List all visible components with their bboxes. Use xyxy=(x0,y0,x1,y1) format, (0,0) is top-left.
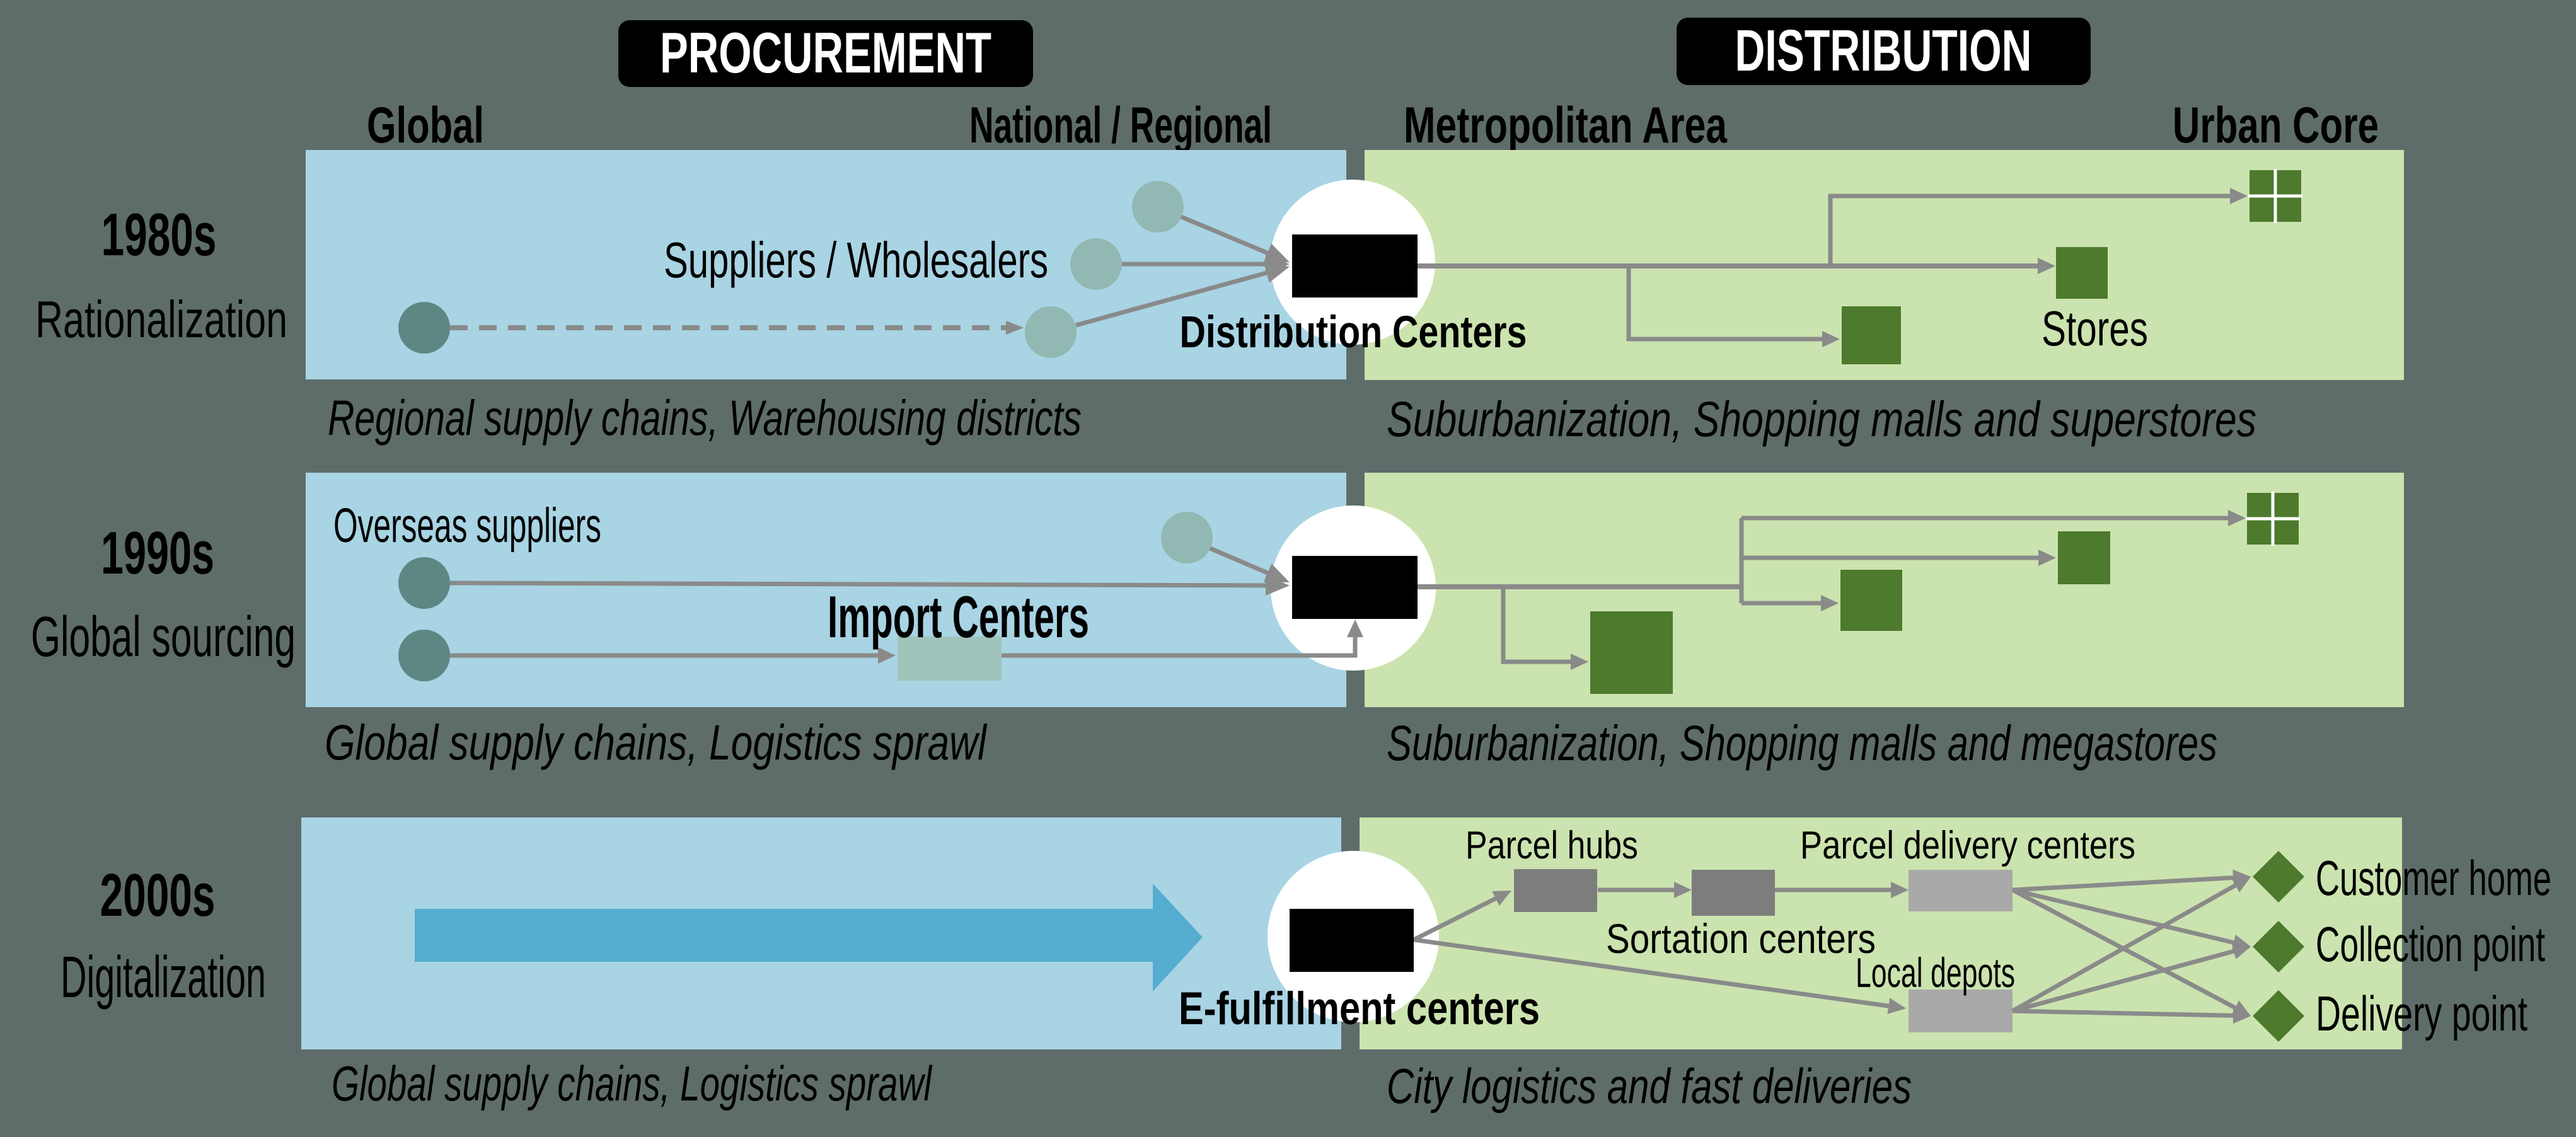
svg-text:Parcel hubs: Parcel hubs xyxy=(1465,824,1638,867)
svg-text:Global sourcing: Global sourcing xyxy=(31,606,296,669)
svg-text:National / Regional: National / Regional xyxy=(969,97,1272,154)
svg-text:Import Centers: Import Centers xyxy=(828,584,1089,650)
svg-text:Urban Core: Urban Core xyxy=(2173,97,2379,154)
svg-text:Suppliers / Wholesalers: Suppliers / Wholesalers xyxy=(664,232,1048,288)
svg-text:Overseas suppliers: Overseas suppliers xyxy=(333,499,601,553)
svg-text:2000s: 2000s xyxy=(100,862,216,929)
svg-text:Global: Global xyxy=(367,97,484,154)
svg-text:Distribution Centers: Distribution Centers xyxy=(1180,308,1527,357)
svg-text:E-fulfillment centers: E-fulfillment centers xyxy=(1179,983,1540,1034)
svg-text:Suburbanization, Shopping mall: Suburbanization, Shopping malls and supe… xyxy=(1387,391,2256,447)
svg-text:DISTRIBUTION: DISTRIBUTION xyxy=(1735,18,2032,83)
svg-text:Parcel delivery centers: Parcel delivery centers xyxy=(1800,824,2135,867)
svg-text:Metropolitan Area: Metropolitan Area xyxy=(1404,97,1728,154)
svg-text:Collection point: Collection point xyxy=(2316,916,2545,972)
svg-text:1990s: 1990s xyxy=(101,519,214,587)
svg-text:Rationalization: Rationalization xyxy=(35,290,287,349)
svg-text:1980s: 1980s xyxy=(101,201,217,268)
svg-text:Global supply chains, Logistic: Global supply chains, Logistics sprawl xyxy=(325,714,988,770)
svg-text:Sortation centers: Sortation centers xyxy=(1606,915,1876,962)
svg-text:Local depots: Local depots xyxy=(1856,949,2015,996)
svg-text:Delivery point: Delivery point xyxy=(2316,986,2527,1041)
svg-text:City logistics and fast delive: City logistics and fast deliveries xyxy=(1387,1058,1912,1114)
svg-text:Digitalization: Digitalization xyxy=(61,944,266,1010)
svg-text:PROCUREMENT: PROCUREMENT xyxy=(660,21,991,85)
svg-text:Global supply chains, Logistic: Global supply chains, Logistics sprawl xyxy=(332,1056,933,1111)
svg-text:Customer home: Customer home xyxy=(2316,850,2551,906)
svg-text:Stores: Stores xyxy=(2042,301,2148,356)
svg-text:Regional supply chains, Wareho: Regional supply chains, Warehousing dist… xyxy=(328,390,1082,446)
svg-text:Suburbanization, Shopping mall: Suburbanization, Shopping malls and mega… xyxy=(1387,715,2217,771)
